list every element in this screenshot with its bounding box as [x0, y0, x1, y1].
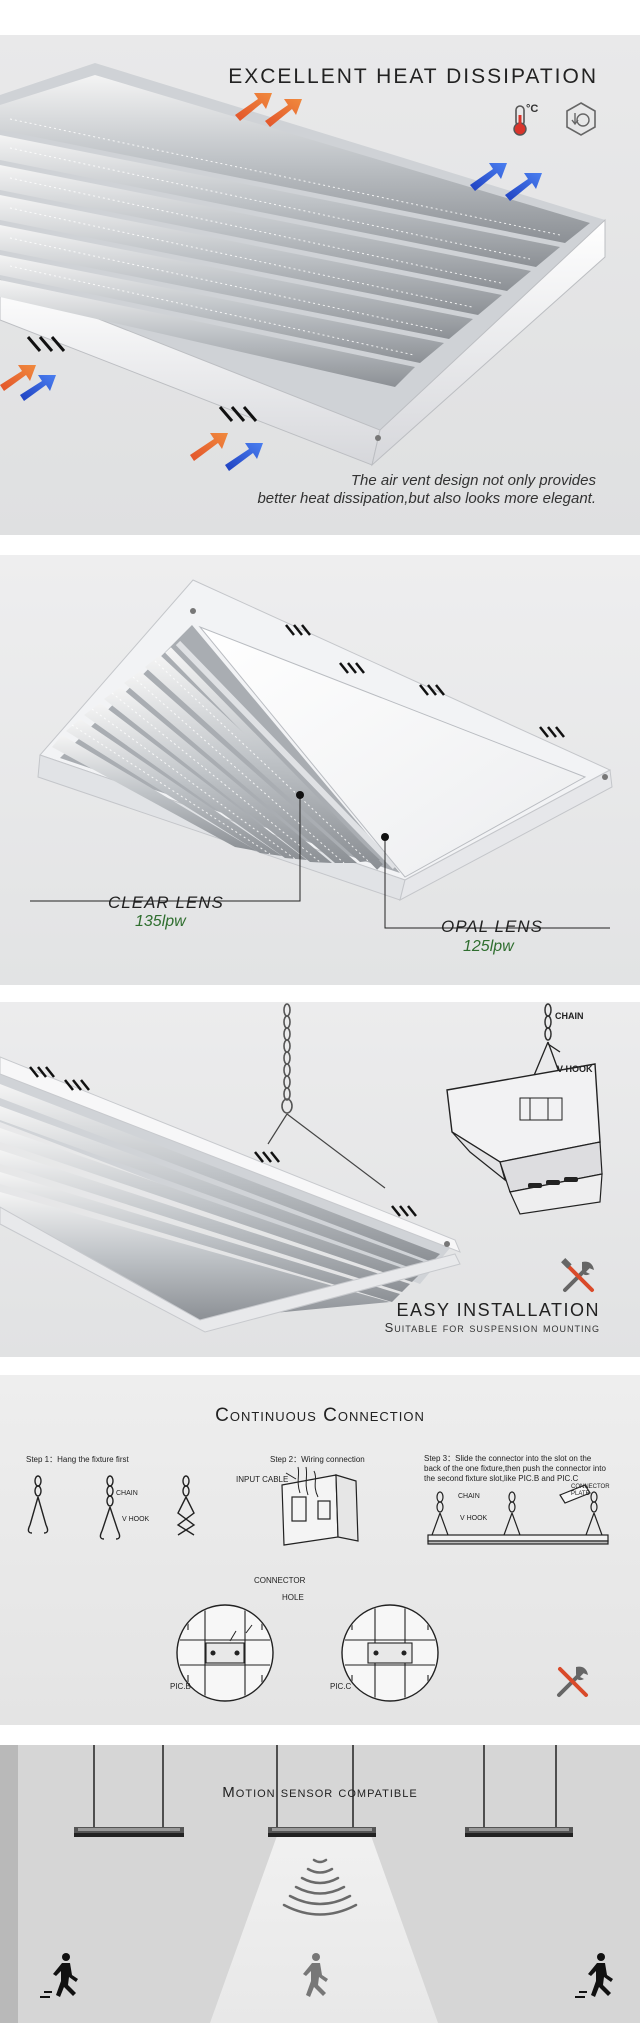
- clear-lens-label: CLEAR LENS: [108, 893, 224, 912]
- install-title: EASY INSTALLATION: [396, 1300, 600, 1320]
- step2-input-cable-label: INPUT CABLE: [236, 1475, 289, 1484]
- step3-connector-plate-label: CONNECTOR PLATE: [571, 1484, 610, 1498]
- step1-chain-label: CHAIN: [116, 1490, 138, 1497]
- step3-connector-label: CONNECTOR: [571, 1484, 610, 1490]
- heat-caption-line-2: better heat dissipation,but also looks m…: [257, 490, 596, 507]
- step2-text: Step 2：Wiring connection: [270, 1455, 365, 1464]
- step3-chain-label: CHAIN: [458, 1493, 480, 1500]
- install-subtitle: Suitable for suspension mounting: [384, 1320, 600, 1335]
- heat-caption-line-1: The air vent design not only provides: [350, 472, 596, 489]
- pic-c-diagram: [341, 1604, 439, 1702]
- step1-hook-a: [27, 1475, 49, 1534]
- tools-icon-2-graphic: [557, 1666, 588, 1697]
- continuous-connection-panel: Continuous Connection Step 1：Hang the fi…: [0, 1375, 640, 1725]
- picc-label: PIC.C: [330, 1682, 352, 1691]
- fan-hexagon-icon: [563, 101, 599, 137]
- heat-dissipation-panel: EXCELLENT HEAT DISSIPATION °C The air ve…: [0, 35, 640, 535]
- picb-hole-label: HOLE: [282, 1593, 304, 1602]
- sensor-wave-icon: [282, 1858, 358, 1916]
- picb-connector-label: CONNECTOR: [254, 1576, 306, 1585]
- chain-illustration: [281, 1003, 293, 1114]
- step3-line-3: the second fixture slot,like PIC.B and P…: [424, 1474, 579, 1483]
- easy-installation-panel: CHAIN V HOOK EASY INSTALLATION Suitable …: [0, 1002, 640, 1357]
- lens-fixture-illustration: [30, 579, 613, 929]
- picb-label: PIC.B: [170, 1682, 191, 1691]
- step1-text: Step 1：Hang the fixture first: [26, 1455, 129, 1464]
- tools-icon: [562, 1260, 596, 1294]
- clear-lens-value: 135lpw: [135, 913, 186, 930]
- step1-hook-c: [176, 1475, 196, 1536]
- opal-lens-value: 125lpw: [463, 938, 514, 955]
- step1-hook-b: [99, 1475, 121, 1540]
- step3-vhook-label: V HOOK: [460, 1515, 488, 1522]
- suspended-fixture-illustration: [0, 1003, 603, 1333]
- opal-lens-label: OPAL LENS: [441, 917, 543, 936]
- thermometer-icon: [507, 103, 541, 137]
- motion-sensor-panel: Motion sensor compatible: [0, 1745, 640, 2023]
- ceiling-fixtures: [74, 1827, 573, 1837]
- step3-row-illustration: [427, 1484, 609, 1545]
- lens-options-panel: CLEAR LENS 135lpw OPAL LENS 125lpw: [0, 555, 640, 985]
- motion-sensor-scene: [0, 1745, 640, 2023]
- motion-title: Motion sensor compatible: [222, 1784, 418, 1801]
- tools-icon: [556, 1665, 590, 1699]
- fixture-top-view-illustration: [0, 63, 606, 471]
- connection-steps-diagram: [27, 1466, 609, 1702]
- step3-line-2: back of the one fixture,then push the co…: [424, 1464, 606, 1473]
- step3-plate-label: PLATE: [571, 1491, 590, 1497]
- step1-vhook-label: V HOOK: [122, 1516, 150, 1523]
- step2-wiring-illustration: [281, 1466, 359, 1546]
- walking-person-icons: [40, 1953, 613, 1998]
- vhook-detail-diagram: [446, 1003, 603, 1215]
- step3-line-1: Step 3：Slide the connector into the slot…: [424, 1454, 592, 1463]
- heat-title: EXCELLENT HEAT DISSIPATION: [228, 65, 598, 88]
- chain-label: CHAIN: [555, 1011, 584, 1021]
- tools-icon-graphic: [561, 1258, 594, 1292]
- vhook-label: V HOOK: [557, 1064, 593, 1074]
- connection-title: Continuous Connection: [215, 1405, 425, 1426]
- heat-caption: The air vent design not only provides be…: [257, 472, 596, 508]
- step3-text: Step 3：Slide the connector into the slot…: [424, 1454, 606, 1484]
- temp-unit-label: °C: [526, 103, 539, 115]
- pic-b-diagram: [176, 1604, 274, 1702]
- airflow-arrows: [0, 93, 542, 471]
